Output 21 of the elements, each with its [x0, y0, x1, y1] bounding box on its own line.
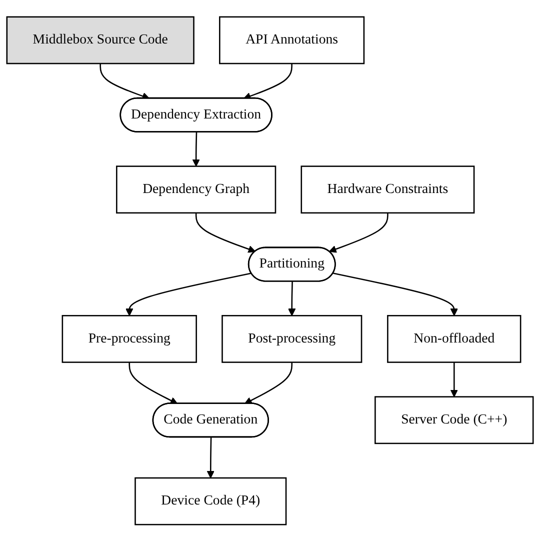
- node-box: Server Code (C++): [374, 396, 534, 444]
- arrow: [328, 213, 388, 253]
- arrow: [100, 64, 150, 100]
- node-box: Dependency Graph: [116, 166, 276, 214]
- node-box: Pre-processing: [62, 315, 197, 364]
- node-box: API Annotations: [219, 16, 365, 64]
- arrow: [244, 362, 293, 404]
- arrow: [288, 282, 296, 316]
- arrow: [192, 132, 200, 167]
- arrow: [333, 272, 458, 316]
- node-box: Hardware Constraints: [300, 166, 475, 214]
- arrow: [128, 362, 178, 404]
- node-box: Post-processing: [222, 315, 362, 364]
- arrow: [126, 272, 252, 316]
- node-box: Non-offloaded: [387, 315, 522, 364]
- arrow: [450, 362, 458, 398]
- node-box: Device Code (P4): [134, 478, 287, 526]
- node-box: Middlebox Source Code: [6, 16, 194, 64]
- arrow: [206, 438, 214, 479]
- arrow: [195, 213, 256, 254]
- arrow: [243, 64, 292, 100]
